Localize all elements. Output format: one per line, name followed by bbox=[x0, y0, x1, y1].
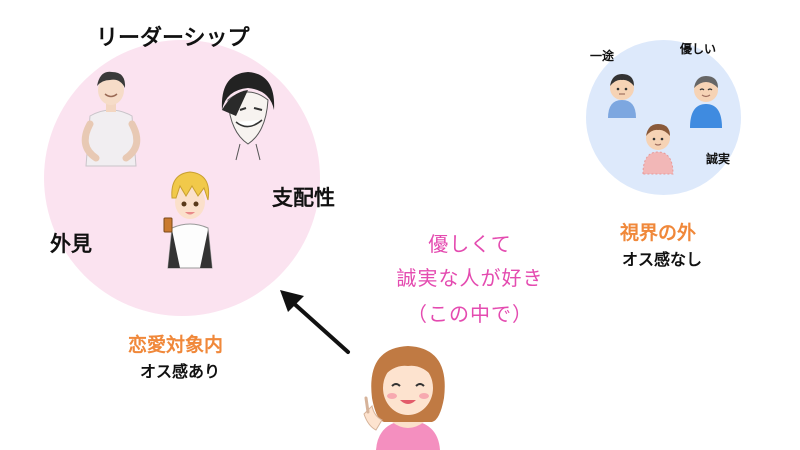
man-dark-hair-illustration bbox=[221, 72, 275, 161]
devoted-man-illustration bbox=[608, 74, 636, 118]
arrow-up-left-icon bbox=[280, 290, 350, 354]
in-love-target-subcaption: オス感あり bbox=[140, 362, 221, 381]
devoted-label: 一途 bbox=[590, 49, 615, 63]
out-of-sight-caption: 視界の外 bbox=[620, 222, 697, 244]
speech-line-1: 優しくて bbox=[428, 232, 512, 256]
sincere-label: 誠実 bbox=[706, 152, 731, 166]
kind-label: 優しい bbox=[680, 42, 717, 56]
woman-illustration bbox=[363, 346, 445, 450]
man-blond-illustration bbox=[163, 171, 213, 269]
man-white-shirt-illustration bbox=[81, 71, 141, 167]
leadership-label: リーダーシップ bbox=[96, 26, 250, 51]
out-of-sight-subcaption: オス感なし bbox=[622, 250, 703, 269]
in-love-target-caption: 恋愛対象内 bbox=[128, 334, 224, 356]
kind-man-illustration bbox=[690, 76, 722, 128]
sincere-man-illustration bbox=[642, 124, 674, 175]
speech-line-3: （この中で） bbox=[407, 302, 533, 326]
speech-line-2: 誠実な人が好き bbox=[396, 266, 544, 290]
dominance-label: 支配性 bbox=[272, 186, 335, 210]
looks-label: 外見 bbox=[50, 232, 92, 256]
